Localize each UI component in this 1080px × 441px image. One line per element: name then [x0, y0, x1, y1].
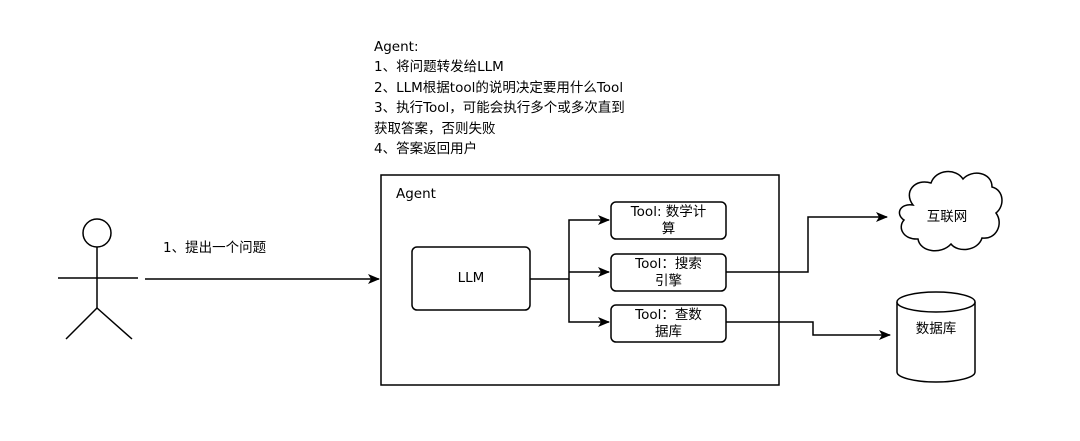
db-to-database-arrow	[726, 321, 891, 340]
tool-db-box	[610, 304, 727, 343]
internet-label: 互联网	[926, 208, 968, 225]
tool-math-box	[610, 201, 727, 240]
notes-line: 1、将问题转发给LLM	[374, 59, 504, 76]
search-to-internet-arrow	[726, 212, 888, 273]
user-actor-icon	[58, 218, 138, 340]
internet-cloud-icon	[898, 170, 1003, 252]
tool-db-label: Tool：查数据库	[635, 306, 702, 340]
notes-line: 2、LLM根据tool的说明决定要用什么Tool	[374, 79, 624, 96]
database-cylinder-icon	[896, 291, 976, 383]
tool-math-label: Tool: 数学计算	[630, 203, 707, 237]
llm-to-tools-connectors	[530, 215, 610, 327]
notes-line: 3、执行Tool，可能会执行多个或多次直到	[374, 100, 625, 117]
notes-line: 4、答案返回用户	[374, 141, 478, 158]
notes-line: 获取答案，否则失败	[374, 120, 496, 137]
notes-title: Agent:	[374, 39, 419, 55]
llm-label: LLM	[457, 270, 485, 286]
database-label: 数据库	[915, 320, 957, 337]
agent-description-notes: Agent: 1、将问题转发给LLM 2、LLM根据tool的说明决定要用什么T…	[374, 37, 625, 159]
agent-container-label: Agent	[396, 186, 436, 202]
tool-search-label: Tool：搜索引擎	[635, 255, 702, 289]
user-question-label: 1、提出一个问题	[163, 240, 267, 256]
